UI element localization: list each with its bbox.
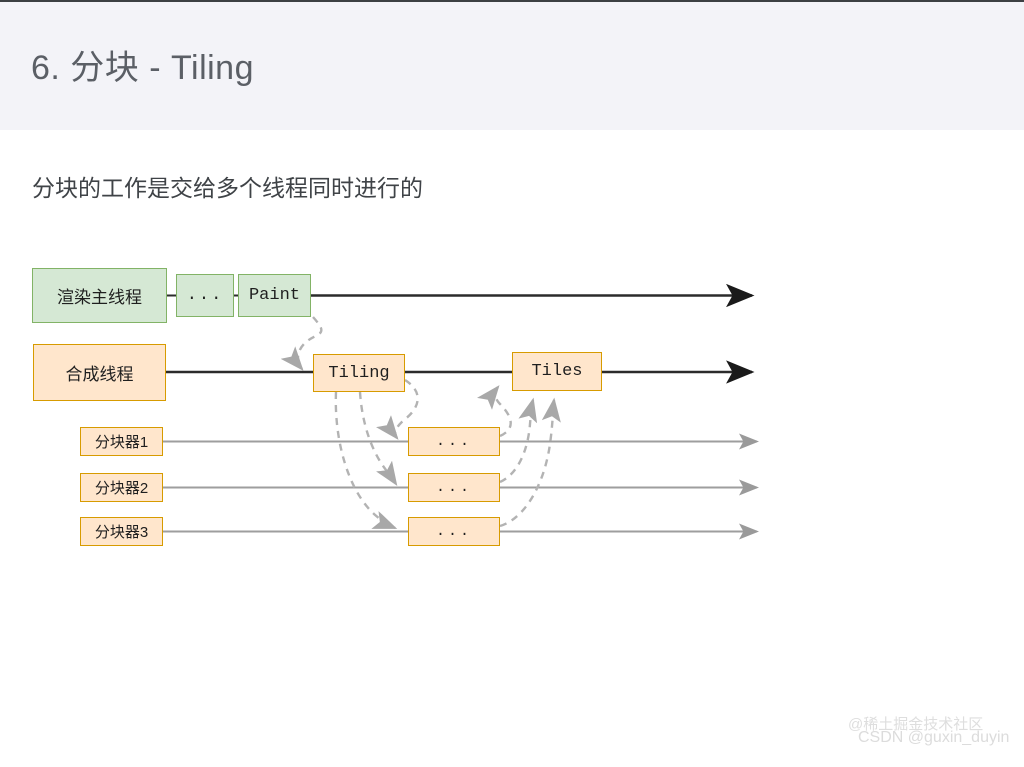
node-tiles[interactable]: Tiles [512,352,602,391]
node-dots-tiler-3[interactable]: ... [408,517,500,546]
edge-tiler-1-to-tiles [477,385,512,438]
watermark-csdn: CSDN @guxin_duyin [858,729,1010,746]
watermark-juejin: @稀土掘金技术社区 [848,716,984,733]
slide-header: 6. 分块 - Tiling [0,2,1024,130]
page-title: 6. 分块 - Tiling [31,49,255,87]
node-tiler-2[interactable]: 分块器2 [80,473,163,502]
node-tiling[interactable]: Tiling [313,354,405,392]
node-tiler-3[interactable]: 分块器3 [80,517,163,546]
node-dots-tiler-1[interactable]: ... [408,427,500,456]
node-paint[interactable]: Paint [238,274,311,317]
node-render-main-thread[interactable]: 渲染主线程 [32,268,167,323]
edge-tiling-to-tiler-1 [376,378,419,440]
node-tiler-1[interactable]: 分块器1 [80,427,163,456]
edge-tiling-to-tiler-3 [334,391,398,530]
slide-subtitle: 分块的工作是交给多个线程同时进行的 [32,175,423,201]
node-dots-tiler-2[interactable]: ... [408,473,500,502]
edge-tiler-2-to-tiles [499,397,538,484]
edge-tiler-3-to-tiles [499,397,561,528]
top-rule [0,0,1024,3]
edge-tiling-to-tiler-2 [358,391,398,486]
node-compositor-thread[interactable]: 合成线程 [33,344,166,401]
node-dots-main[interactable]: ... [176,274,234,317]
edge-paint-to-tiling [280,316,323,371]
